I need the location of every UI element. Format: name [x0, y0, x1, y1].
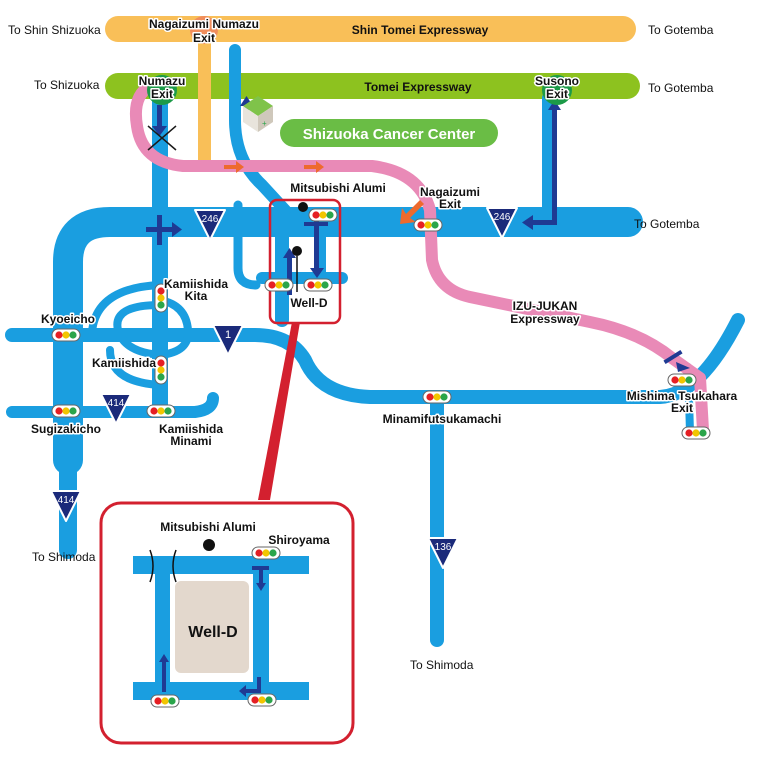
sugizakicho-label: Sugizakicho — [31, 422, 101, 436]
traffic-signal-icon — [681, 426, 711, 440]
route-246-number: 246 — [202, 214, 219, 225]
direction-gotemba-246: To Gotemba — [634, 217, 700, 231]
traffic-signal-icon — [264, 278, 294, 292]
route-414-number: 414 — [58, 495, 75, 506]
traffic-signal-icon — [308, 208, 338, 222]
nagaizumi-numazu-connector — [198, 40, 211, 164]
traffic-signal-icon — [667, 373, 697, 387]
numazu-exit-marker — [147, 75, 177, 105]
traffic-signal-icon — [51, 328, 81, 342]
izu-jukan-label-2: Expressway — [510, 312, 580, 326]
susono-exit-label-2: Exit — [546, 87, 568, 101]
mitsubishi-alumi-marker — [298, 202, 308, 212]
kamiishida-label: Kamiishida — [92, 356, 156, 370]
well-d-marker — [292, 246, 302, 256]
kamiishida-minami-label-2: Minami — [170, 434, 211, 448]
mitsubishi-alumi-label: Mitsubishi Alumi — [290, 181, 386, 195]
callout-connector — [258, 322, 300, 500]
direction-shizuoka: To Shizuoka — [34, 78, 100, 92]
route-136-number: 136 — [435, 542, 452, 553]
susono-exit-marker — [542, 75, 572, 105]
route-414-number: 414 — [108, 398, 125, 409]
nagaizumi-exit-label: Nagaizumi — [420, 185, 480, 199]
route-1-number: 1 — [225, 329, 231, 341]
cancer-center-label: Shizuoka Cancer Center — [303, 126, 476, 143]
mishima-tsukahara-exit-label: Mishima Tsukahara — [627, 389, 738, 403]
route-arrows — [146, 96, 690, 372]
nagaizumi-numazu-exit-label: Nagaizumi Numazu — [149, 17, 259, 31]
traffic-signal-icon — [51, 404, 81, 418]
map-labels: To Shin Shizuoka To Gotemba To Shizuoka … — [8, 16, 739, 673]
well-d-highlight — [268, 198, 342, 325]
inset-well-d-label: Well-D — [188, 624, 237, 641]
orange-arrows — [224, 161, 424, 224]
susono-exit-label: Susono — [535, 74, 579, 88]
numazu-exit-label-2: Exit — [151, 87, 173, 101]
direction-gotemba-top: To Gotemba — [648, 23, 714, 37]
shin-tomei-label: Shin Tomei Expressway — [352, 23, 489, 37]
inset-mitsubishi-alumi-label: Mitsubishi Alumi — [160, 520, 256, 534]
traffic-signal-icon — [303, 278, 333, 292]
direction-shin-shizuoka: To Shin Shizuoka — [8, 23, 101, 37]
inset-detail-map — [99, 501, 355, 745]
tomei-label: Tomei Expressway — [364, 80, 471, 94]
mishima-tsukahara-exit-label-2: Exit — [671, 401, 693, 415]
well-d-label: Well-D — [290, 296, 327, 310]
shin-tomei-expressway — [105, 16, 636, 42]
izu-jukan-label: IZU-JUKAN — [513, 299, 578, 313]
direction-shimoda-left: To Shimoda — [32, 550, 96, 564]
numazu-exit-label: Numazu — [139, 74, 186, 88]
cancer-center-icon: + — [243, 96, 273, 132]
direction-gotemba-tomei: To Gotemba — [648, 81, 714, 95]
inset-shiroyama-label: Shiroyama — [268, 533, 330, 547]
kamiishida-kita-label-2: Kita — [185, 289, 208, 303]
nagaizumi-numazu-exit-marker — [190, 16, 218, 44]
minamifutsukamachi-label: Minamifutsukamachi — [383, 412, 502, 426]
traffic-signal-icon — [146, 404, 176, 418]
interchange-mark — [147, 125, 177, 151]
kamiishida-minami-label: Kamiishida — [159, 422, 223, 436]
direction-shimoda-center: To Shimoda — [410, 658, 474, 672]
izu-jukan-expressway — [129, 76, 709, 436]
nagaizumi-exit-label-2: Exit — [439, 197, 461, 211]
traffic-signal-icon — [422, 390, 452, 404]
cancer-center-label-box — [280, 119, 498, 147]
svg-text:+: + — [262, 119, 267, 128]
nagaizumi-numazu-exit-label-2: Exit — [193, 31, 215, 45]
route-246-number: 246 — [494, 212, 511, 223]
kyoeicho-label: Kyoeicho — [41, 312, 95, 326]
traffic-signal-icon — [413, 218, 443, 232]
traffic-signal-icon — [154, 355, 168, 385]
kamiishida-kita-label: Kamiishida — [164, 277, 228, 291]
